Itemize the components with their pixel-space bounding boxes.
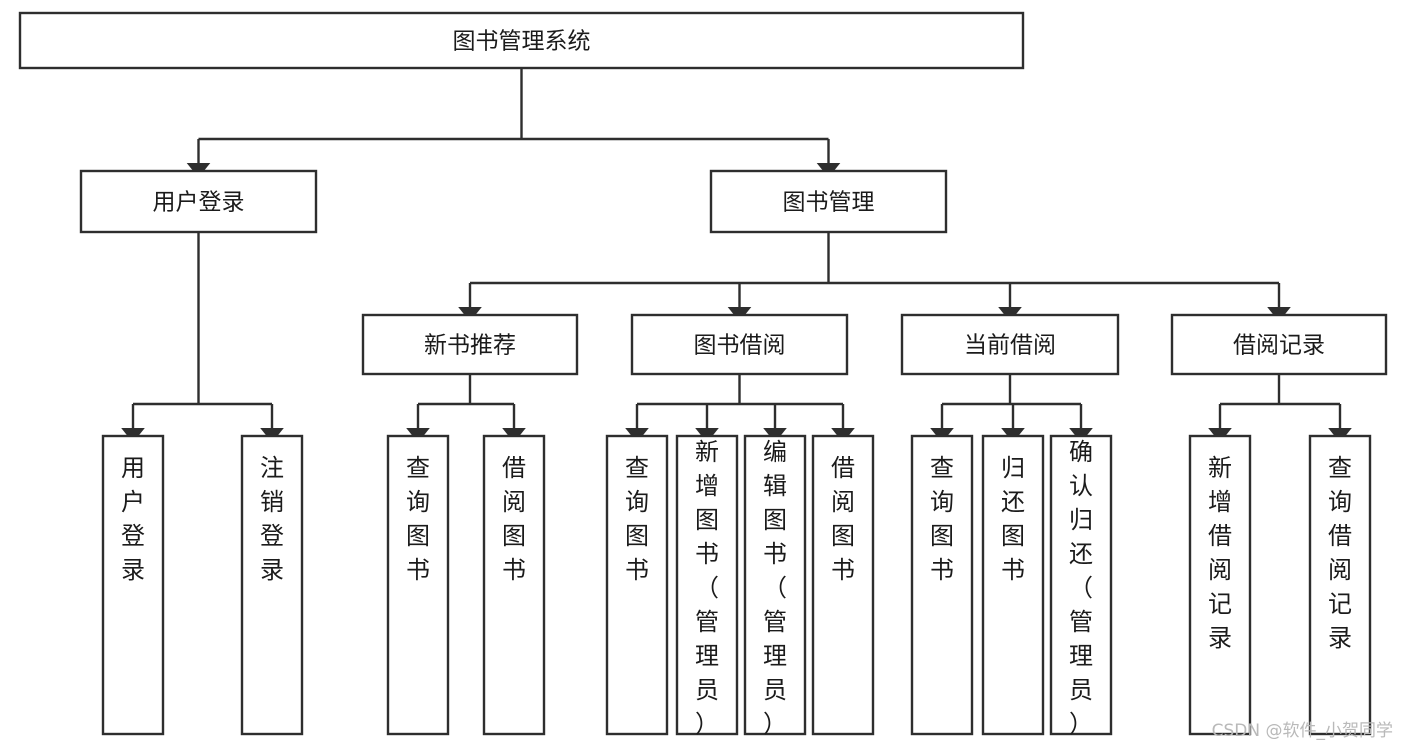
node-new-book-rec[interactable]: 新书推荐 [361, 313, 579, 376]
node-box-query-book-1 [386, 434, 450, 736]
node-label-root: 图书管理系统 [453, 29, 591, 55]
node-box-add-borrow-record [1188, 434, 1252, 736]
node-label-book-manage: 图书管理 [783, 190, 875, 216]
connector-layer [121, 68, 1352, 443]
node-label-query-book-2: 查询图书 [625, 454, 649, 584]
node-label-query-borrow-record: 查询借阅记录 [1328, 454, 1352, 652]
node-label-user-login: 用户登录 [153, 190, 245, 216]
node-borrow-record[interactable]: 借阅记录 [1170, 313, 1388, 376]
node-box-book-manage [709, 169, 948, 234]
node-query-book-1[interactable]: 查询图书 [386, 434, 450, 736]
node-user-login-do[interactable]: 用户登录 [101, 434, 165, 736]
node-label-current-borrow: 当前借阅 [964, 333, 1056, 359]
node-box-query-book-2 [605, 434, 669, 736]
node-box-borrow-book-2 [811, 434, 875, 736]
node-box-current-borrow [900, 313, 1120, 376]
node-label-borrow-record: 借阅记录 [1233, 333, 1325, 359]
node-layer: 图书管理系统用户登录图书管理用户登录注销登录新书推荐图书借阅当前借阅借阅记录查询… [18, 11, 1388, 738]
node-edit-book-admin[interactable]: 编辑图书（管理员） [743, 434, 807, 738]
node-label-return-book: 归还图书 [1001, 454, 1025, 584]
watermark-label: CSDN @软件_小贺同学 [1211, 721, 1393, 741]
node-label-user-login-do: 用户登录 [121, 454, 145, 584]
node-box-root [18, 11, 1025, 70]
node-box-borrow-book-1 [482, 434, 546, 736]
node-label-confirm-return-admin: 确认归还（管理员） [1069, 438, 1093, 738]
node-label-add-book-admin: 新增图书（管理员） [695, 438, 719, 738]
node-box-query-borrow-record [1308, 434, 1372, 736]
node-label-borrow-book-1: 借阅图书 [502, 454, 526, 584]
node-box-user-login-do [101, 434, 165, 736]
node-label-borrow-book-2: 借阅图书 [831, 454, 855, 584]
node-confirm-return-admin[interactable]: 确认归还（管理员） [1049, 434, 1113, 738]
node-label-add-borrow-record: 新增借阅记录 [1208, 454, 1232, 652]
node-add-book-admin[interactable]: 新增图书（管理员） [675, 434, 739, 738]
node-label-user-logout: 注销登录 [260, 454, 284, 584]
node-label-query-book-3: 查询图书 [930, 454, 954, 584]
node-box-edit-book-admin [743, 434, 807, 736]
node-book-manage[interactable]: 图书管理 [709, 169, 948, 234]
node-box-user-login [79, 169, 318, 234]
node-label-edit-book-admin: 编辑图书（管理员） [763, 438, 787, 738]
node-query-book-2[interactable]: 查询图书 [605, 434, 669, 736]
node-box-borrow-record [1170, 313, 1388, 376]
node-book-borrow[interactable]: 图书借阅 [630, 313, 849, 376]
node-label-new-book-rec: 新书推荐 [424, 333, 516, 359]
node-return-book[interactable]: 归还图书 [981, 434, 1045, 736]
node-query-borrow-record[interactable]: 查询借阅记录 [1308, 434, 1372, 736]
node-box-new-book-rec [361, 313, 579, 376]
node-user-login[interactable]: 用户登录 [79, 169, 318, 234]
node-borrow-book-2[interactable]: 借阅图书 [811, 434, 875, 736]
node-box-query-book-3 [910, 434, 974, 736]
node-query-book-3[interactable]: 查询图书 [910, 434, 974, 736]
node-borrow-book-1[interactable]: 借阅图书 [482, 434, 546, 736]
node-user-logout[interactable]: 注销登录 [240, 434, 304, 736]
node-root[interactable]: 图书管理系统 [18, 11, 1025, 70]
node-current-borrow[interactable]: 当前借阅 [900, 313, 1120, 376]
node-box-user-logout [240, 434, 304, 736]
node-box-book-borrow [630, 313, 849, 376]
node-label-book-borrow: 图书借阅 [694, 333, 786, 359]
node-box-add-book-admin [675, 434, 739, 736]
node-label-query-book-1: 查询图书 [406, 454, 430, 584]
node-add-borrow-record[interactable]: 新增借阅记录 [1188, 434, 1252, 736]
node-box-return-book [981, 434, 1045, 736]
node-box-confirm-return-admin [1049, 434, 1113, 736]
